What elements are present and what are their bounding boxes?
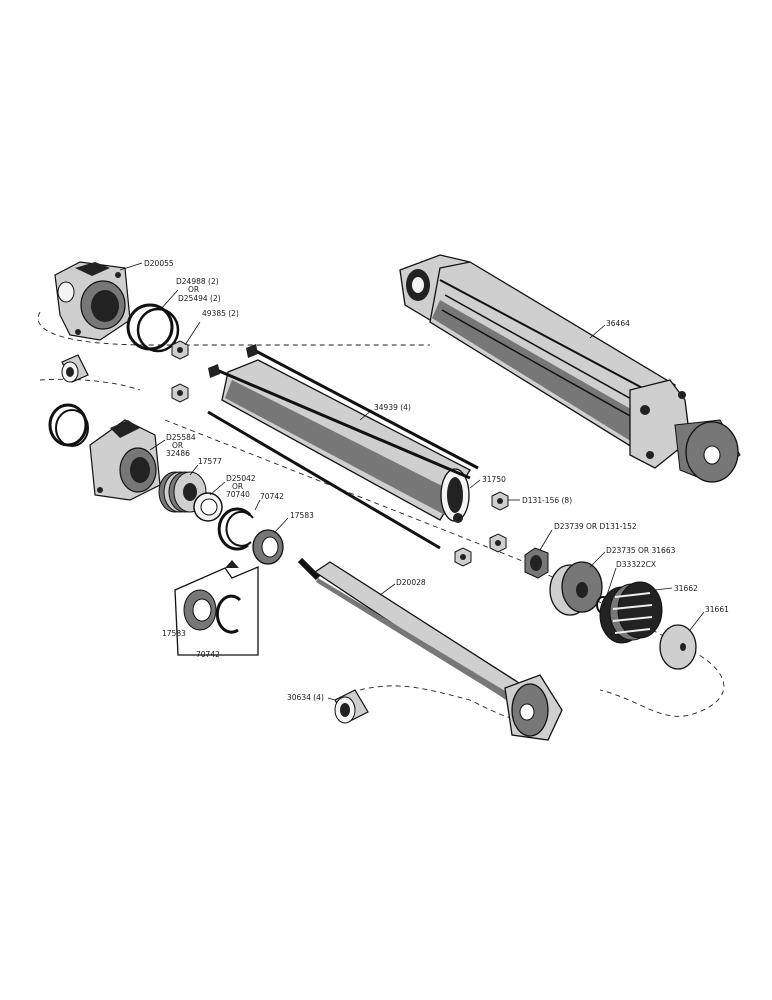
label-17583-b: 17583 <box>162 629 186 638</box>
label-34939: 34939 (4) <box>374 403 411 412</box>
assembled-cylinder-36464 <box>399 254 741 483</box>
label-d20055: D20055 <box>144 259 174 268</box>
assembly-line-top <box>37 311 430 346</box>
split-ring-70742 <box>217 507 254 551</box>
label-36464: 36464 <box>606 319 630 328</box>
nut-d131-156-b <box>489 533 507 553</box>
label-17577: 17577 <box>198 457 222 466</box>
label-d23735: D23735 OR 31663 <box>606 546 676 555</box>
inset-detail-box <box>174 560 259 656</box>
rear-cap-d20055 <box>54 261 131 341</box>
label-70742-a: 70742 <box>260 492 284 501</box>
label-or-1: OR <box>188 285 199 294</box>
piston-d23735 <box>549 561 603 616</box>
bushing-left <box>61 354 89 383</box>
label-70742-b: 70742 <box>196 650 220 659</box>
piston-seal-31662 <box>599 581 663 644</box>
label-d131-156: D131-156 (8) <box>522 496 572 505</box>
assembly-line-bottom <box>359 685 546 722</box>
nut-49385-b <box>171 383 189 403</box>
label-32486: 32486 <box>166 449 190 458</box>
label-70740: 70740 <box>226 490 250 499</box>
label-49385: 49385 (2) <box>202 309 239 318</box>
packing-17577 <box>158 471 207 513</box>
label-d23739: D23739 OR D131-152 <box>554 522 637 531</box>
snap-ring-left <box>48 403 89 447</box>
assembly-line-left <box>39 378 141 391</box>
label-or-3: OR <box>232 482 243 491</box>
label-31662: 31662 <box>674 584 698 593</box>
label-d25042: D25042 <box>226 474 256 483</box>
piston-rod-d20028 <box>297 557 563 741</box>
label-or-2: OR <box>172 441 183 450</box>
label-d24988: D24988 (2) <box>176 277 219 286</box>
label-d25494: D25494 (2) <box>178 294 221 303</box>
label-30634: 30634 (4) <box>287 693 324 702</box>
label-17583-a: 17583 <box>290 511 314 520</box>
front-cap-d25584 <box>89 419 161 501</box>
wiper-17583 <box>252 529 284 565</box>
label-d25584: D25584 <box>166 433 196 442</box>
label-d33322cx: D33322CX <box>616 560 656 569</box>
end-disc-31661 <box>659 624 697 670</box>
label-31750: 31750 <box>482 475 506 484</box>
label-d20028: D20028 <box>396 578 426 587</box>
nut-d131-156-c <box>454 547 472 567</box>
cylinder-tube <box>207 344 479 550</box>
bushing-30634 <box>334 689 369 724</box>
washer-d25042 <box>193 492 223 522</box>
seal-rings-d24988 <box>126 303 180 353</box>
nut-d131-156-a <box>491 491 509 511</box>
label-31661: 31661 <box>705 605 729 614</box>
assembly-line-main <box>164 419 725 717</box>
leader-lines <box>119 262 705 701</box>
nut-49385-a <box>171 340 189 360</box>
nut-d23739 <box>524 547 549 579</box>
